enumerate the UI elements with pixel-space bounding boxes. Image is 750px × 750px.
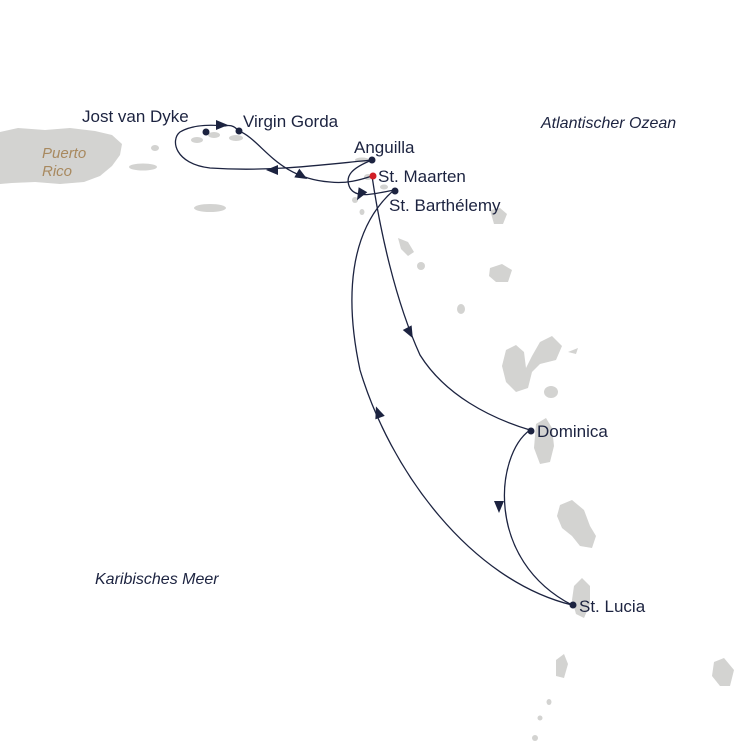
port-marker-virgin-gorda bbox=[235, 127, 243, 135]
island-st-lucia bbox=[572, 578, 590, 618]
island-st-vincent bbox=[556, 654, 568, 678]
route-st-maarten-to-st-lucia bbox=[371, 175, 531, 431]
route-st-barthelemy-to-anguilla bbox=[347, 159, 395, 196]
port-marker-jost-van-dyke bbox=[202, 128, 210, 136]
island-st-kitts-nevis bbox=[398, 238, 414, 256]
island-culebra bbox=[151, 145, 159, 151]
island-st-barthelemy bbox=[380, 184, 388, 190]
island-mustique bbox=[537, 715, 543, 721]
port-markers bbox=[202, 127, 577, 609]
home-port-marker-st-maarten bbox=[369, 172, 377, 180]
port-label-virgin-gorda: Virgin Gorda bbox=[243, 112, 339, 131]
port-label-st-lucia: St. Lucia bbox=[579, 597, 646, 616]
island-st-thomas bbox=[191, 137, 203, 143]
route-dominica-to-st-lucia bbox=[503, 429, 573, 606]
sea-label-atlantic: Atlantischer Ozean bbox=[540, 115, 676, 132]
arrow-icon bbox=[494, 501, 504, 513]
island-nevis bbox=[417, 262, 425, 270]
port-marker-st-barthelemy bbox=[391, 187, 399, 195]
port-label-jost-van-dyke: Jost van Dyke bbox=[82, 107, 189, 126]
arrow-icon bbox=[357, 187, 368, 201]
island-barbados bbox=[712, 658, 734, 686]
island-antigua bbox=[489, 264, 512, 282]
island-barbuda bbox=[490, 208, 507, 224]
route-st-lucia-to-st-barthelemy bbox=[351, 189, 573, 606]
port-marker-anguilla bbox=[368, 156, 376, 164]
island-marie-galante bbox=[544, 386, 558, 398]
island-tortola bbox=[208, 132, 220, 138]
island-desirade bbox=[568, 348, 578, 354]
island-saba bbox=[352, 197, 358, 203]
port-label-anguilla: Anguilla bbox=[354, 138, 415, 157]
country-label-puerto-rico-line-2: Rico bbox=[42, 163, 72, 180]
island-dominica bbox=[534, 418, 554, 464]
arrow-icon bbox=[216, 120, 228, 130]
route-virgin-gorda-to-st-maarten bbox=[238, 130, 373, 184]
port-label-dominica: Dominica bbox=[537, 422, 608, 441]
island-vieques bbox=[129, 163, 157, 171]
port-marker-dominica bbox=[527, 427, 535, 435]
sea-label-caribbean: Karibisches Meer bbox=[95, 571, 219, 588]
landmasses bbox=[0, 128, 734, 741]
port-label-st-maarten: St. Maarten bbox=[378, 167, 466, 186]
port-marker-st-lucia bbox=[569, 601, 577, 609]
island-martinique bbox=[557, 500, 596, 548]
route-anguilla-to-jost-van-dyke bbox=[174, 124, 373, 170]
island-st-eustatius bbox=[359, 209, 365, 215]
arrow-icon bbox=[402, 325, 413, 339]
island-grenadines bbox=[532, 735, 538, 741]
port-label-st-barthelemy: St. Barthélemy bbox=[389, 196, 501, 215]
island-guadeloupe bbox=[502, 336, 562, 392]
arrow-icon bbox=[266, 165, 278, 175]
country-label-puerto-rico-line-1: Puerto bbox=[42, 145, 86, 162]
map-labels: Atlantischer Ozean Karibisches Meer Puer… bbox=[42, 107, 676, 616]
route-arrows bbox=[216, 120, 504, 513]
arrow-icon bbox=[375, 406, 385, 420]
island-bequia bbox=[546, 699, 552, 705]
cruise-route bbox=[174, 124, 573, 606]
island-montserrat bbox=[457, 304, 465, 314]
island-virgin-gorda bbox=[229, 135, 243, 141]
arrow-icon bbox=[294, 168, 308, 179]
island-st-croix bbox=[194, 204, 226, 212]
island-puerto-rico bbox=[0, 128, 122, 184]
